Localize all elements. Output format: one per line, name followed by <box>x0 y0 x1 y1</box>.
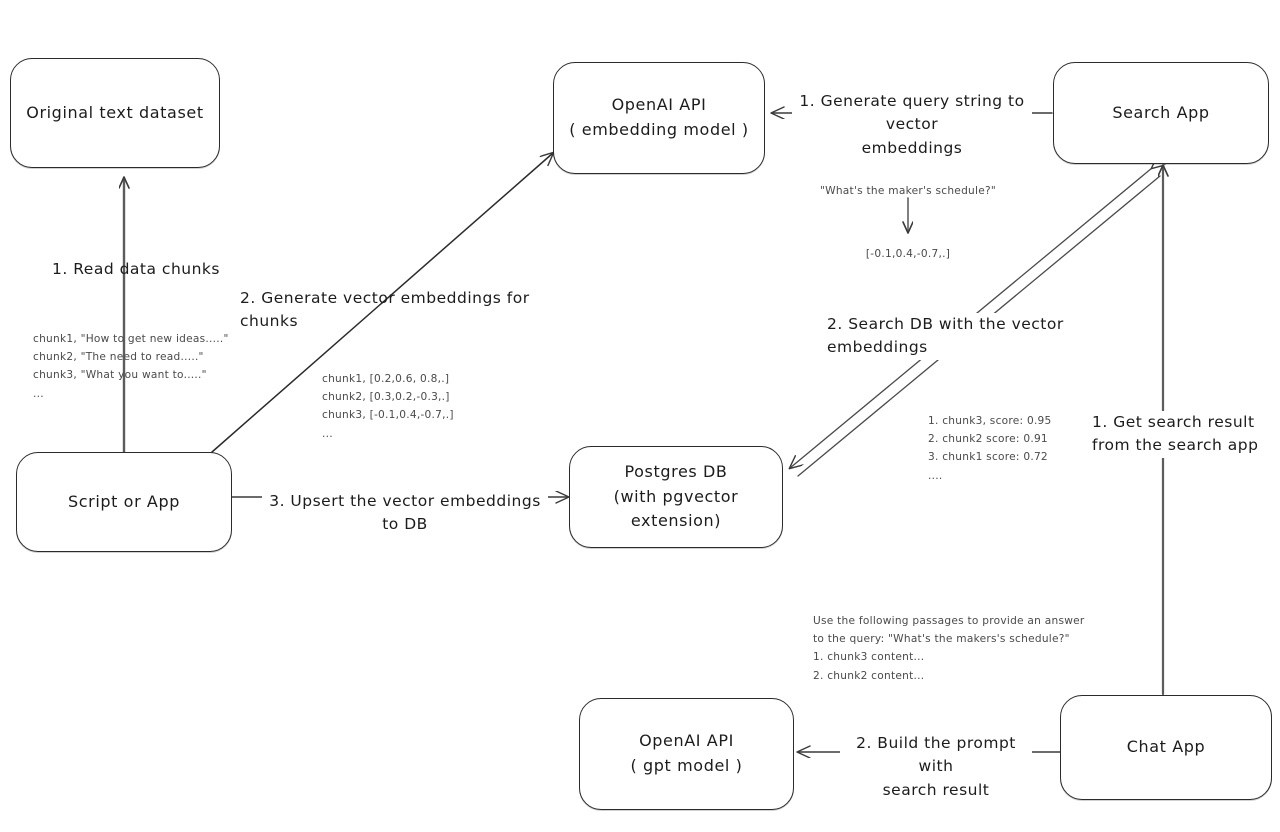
note-chunks-sample: chunk1, "How to get new ideas....." chun… <box>33 333 229 400</box>
node-label: Original text dataset <box>26 102 204 122</box>
edge-label-upsert-to-db: 3. Upsert the vector embeddings to DB <box>262 490 548 537</box>
node-openai-api-gpt[interactable]: OpenAI API ( gpt model ) <box>579 698 794 810</box>
edge-label-generate-vector-embeddings: 2. Generate vector embeddings for chunks <box>240 289 530 331</box>
node-postgres-db[interactable]: Postgres DB (with pgvector extension) <box>569 446 783 548</box>
edge-label-get-search-result: 1. Get search result from the search app <box>1092 411 1272 458</box>
node-label: Postgres DB <box>624 461 728 481</box>
node-sublabel: ( gpt model ) <box>630 756 743 775</box>
note-search-results: 1. chunk3, score: 0.95 2. chunk2 score: … <box>928 415 1052 482</box>
node-chat-app[interactable]: Chat App <box>1060 695 1272 800</box>
note-chunk-vectors: chunk1, [0.2,0.6, 0.8,.] chunk2, [0.3,0.… <box>322 373 454 440</box>
edge-label-read-data-chunks: 1. Read data chunks <box>52 260 220 278</box>
edge-label-generate-query-embeddings: 1. Generate query string to vector embed… <box>792 90 1032 160</box>
node-label: OpenAI API <box>639 731 734 751</box>
node-label: OpenAI API <box>611 95 707 115</box>
note-query-string: "What's the maker's schedule?" <box>820 185 996 197</box>
node-sublabel: (with pgvector extension) <box>613 486 739 531</box>
node-original-text-dataset[interactable]: Original text dataset <box>10 58 220 168</box>
edge-label-search-db: 2. Search DB with the vector embeddings <box>827 313 1117 360</box>
note-query-vector: [-0.1,0.4,-0.7,.] <box>865 248 951 260</box>
edge-label-build-prompt: 2. Build the prompt with search result <box>840 732 1032 802</box>
node-script-or-app[interactable]: Script or App <box>16 452 232 552</box>
node-sublabel: ( embedding model ) <box>569 120 749 139</box>
node-search-app[interactable]: Search App <box>1053 62 1269 164</box>
node-label: Search App <box>1112 102 1210 122</box>
node-label: Script or App <box>67 491 180 511</box>
note-prompt-sample: Use the following passages to provide an… <box>813 615 1085 682</box>
node-openai-api-embedding[interactable]: OpenAI API ( embedding model ) <box>553 62 765 174</box>
node-label: Chat App <box>1126 737 1206 757</box>
